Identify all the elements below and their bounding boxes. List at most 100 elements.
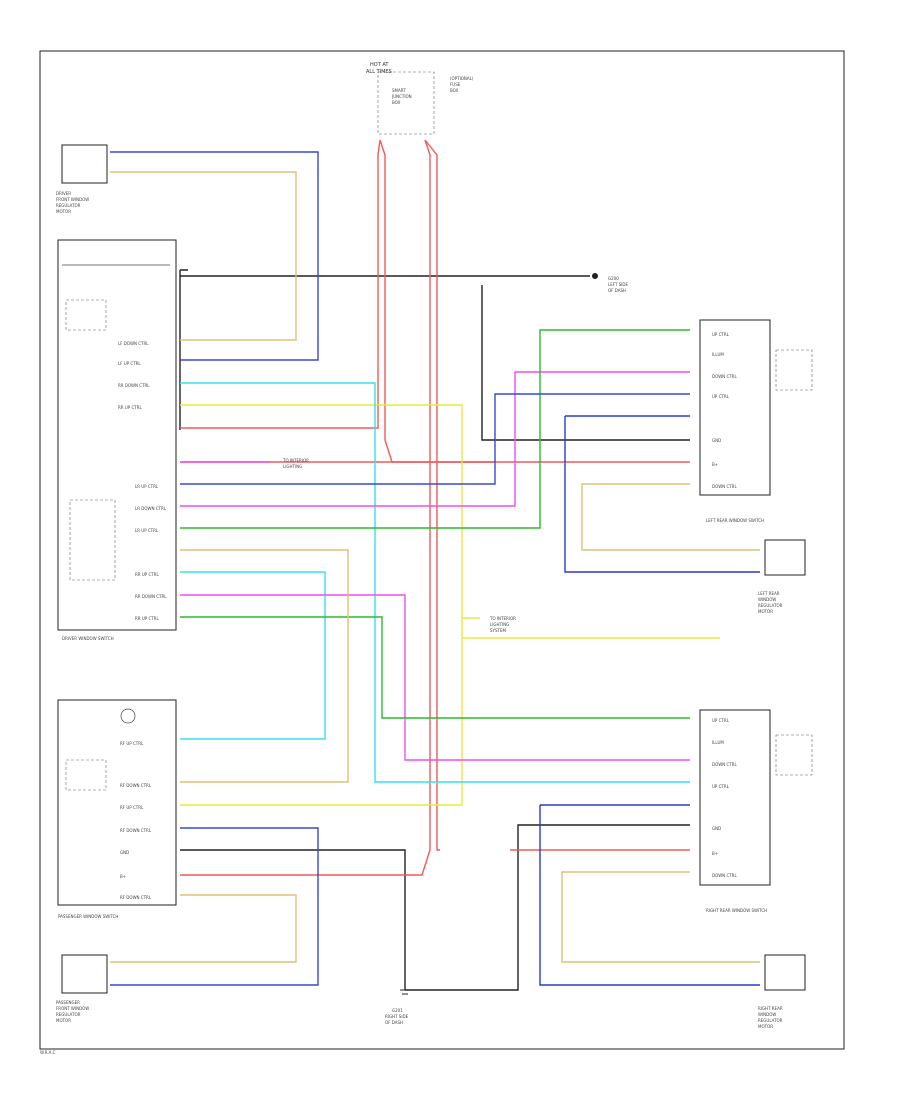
right-rear-window-switch: UP CTRL ILLUM DOWN CTRL UP CTRL GND B+ D…: [699, 709, 813, 913]
interior-light-3: LIGHTING: [490, 622, 509, 627]
rr-switch-label: RIGHT REAR WINDOW SWITCH: [706, 908, 767, 913]
wire-yellow-main: [180, 404, 463, 806]
lr-motor-3: MOTOR: [758, 609, 773, 614]
rr-motor-0: RIGHT REAR: [758, 1006, 783, 1011]
wire-red-pass: [180, 139, 431, 876]
driver-motor-label-0: DRIVER: [56, 191, 71, 196]
master-pin-4: RR UP CTRL: [118, 405, 142, 410]
pass-motor-2: REGULATOR: [56, 1012, 81, 1017]
lr-pin-2: DOWN CTRL: [712, 374, 737, 379]
rr-pin-1: ILLUM: [712, 740, 724, 745]
master-pin-r0: LR UP CTRL: [135, 484, 159, 489]
lr-motor-0: LEFT REAR: [758, 591, 780, 596]
pass-motor-0: PASSENGER: [56, 1000, 80, 1005]
master-pin-2: LF UP CTRL: [118, 361, 141, 366]
wire-layer: [110, 139, 760, 991]
pass-pin-5: B+: [120, 874, 126, 879]
master-pin-r3: RR UP CTRL: [135, 572, 159, 577]
master-pin-r2: LR UP CTRL: [135, 528, 159, 533]
fuse-note-0: (OPTIONAL): [450, 76, 474, 81]
ground-top-1: LEFT SIDE: [608, 282, 629, 287]
driver-motor-label-1: FRONT WINDOW: [56, 197, 89, 202]
wire-tan-rr-motor: [561, 871, 760, 963]
ground-mid-2: OF DASH: [385, 1020, 403, 1025]
rr-pin-5: B+: [712, 851, 718, 856]
fuse-box: HOT AT ALL TIMES SMART JUNCTION BOX (OPT…: [366, 62, 474, 135]
lr-motor-1: WINDOW: [758, 597, 776, 602]
left-rear-window-motor: LEFT REAR WINDOW REGULATOR MOTOR: [758, 539, 806, 614]
ground-top: G200 LEFT SIDE OF DASH: [592, 273, 629, 293]
passenger-window-motor: PASSENGER FRONT WINDOW REGULATOR MOTOR: [56, 954, 108, 1023]
right-rear-window-motor: RIGHT REAR WINDOW REGULATOR MOTOR: [758, 954, 806, 1029]
wire-pink-rr: [180, 594, 690, 761]
fuse-label-3: JUNCTION: [391, 94, 412, 99]
pass-motor-1: FRONT WINDOW: [56, 1006, 89, 1011]
wire-green-rr: [180, 616, 690, 719]
fuse-label-4: BOX: [392, 100, 401, 105]
wire-black-rr-gnd: [405, 824, 690, 991]
lr-switch-label: LEFT REAR WINDOW SWITCH: [706, 518, 764, 523]
left-rear-window-switch: UP CTRL ILLUM DOWN CTRL UP CTRL GND B+ D…: [699, 319, 813, 523]
lr-pin-3: UP CTRL: [712, 394, 730, 399]
pass-pin-0: RF UP CTRL: [120, 741, 144, 746]
wire-tan-lr-motor: [581, 483, 760, 551]
wire-blue-lr: [180, 393, 690, 485]
interior-lighting-note: TO INTERIOR LIGHTING TO INTERIOR LIGHTIN…: [282, 458, 516, 633]
pass-pin-6: RF DOWN CTRL: [120, 895, 152, 900]
ground-mid-1: RIGHT SIDE: [385, 1014, 409, 1019]
rr-pin-4: GND: [712, 826, 721, 831]
wire-red-driver: [180, 139, 381, 429]
master-pin-r4: RR DOWN CTRL: [135, 594, 167, 599]
pass-pin-3: RF DOWN CTRL: [120, 828, 152, 833]
pass-motor-3: MOTOR: [56, 1018, 71, 1023]
wire-blue-driver: [110, 151, 319, 361]
wire-cyan-2: [180, 571, 326, 740]
interior-light-0: TO INTERIOR: [282, 458, 309, 463]
wire-red-lr: [379, 139, 690, 463]
wire-blue-pass-motor: [110, 827, 319, 986]
fuse-note-2: BOX: [450, 88, 459, 93]
ground-bottom: G201 RIGHT SIDE OF DASH: [385, 989, 410, 1025]
rr-pin-6: DOWN CTRL: [712, 873, 737, 878]
wire-red-rr: [424, 139, 440, 851]
driver-switch-label: DRIVER WINDOW SWITCH: [62, 636, 114, 641]
rr-pin-0: UP CTRL: [712, 718, 730, 723]
lr-pin-6: DOWN CTRL: [712, 484, 737, 489]
ground-top-2: OF DASH: [608, 288, 626, 293]
driver-window-switch: DRIVER WINDOW SWITCH LF DOWN CTRL LF UP …: [57, 239, 177, 641]
fuse-label-1: ALL TIMES: [366, 69, 392, 75]
passenger-switch-label: PASSENGER WINDOW SWITCH: [58, 914, 118, 919]
rr-motor-3: MOTOR: [758, 1024, 773, 1029]
wire-black-pass-gnd: [180, 849, 406, 990]
interior-light-1: LIGHTING: [283, 464, 302, 469]
lr-motor-2: REGULATOR: [758, 603, 783, 608]
wire-cyan: [180, 382, 690, 783]
master-pin-3: RR DOWN CTRL: [118, 383, 150, 388]
wire-tan-pass: [180, 549, 349, 783]
driver-motor-label-2: REGULATOR: [56, 203, 81, 208]
passenger-window-switch: RF UP CTRL RF DOWN CTRL RF UP CTRL RF DO…: [57, 699, 177, 919]
driver-motor-label-3: MOTOR: [56, 209, 71, 214]
master-pin-r5: RR UP CTRL: [135, 616, 159, 621]
driver-window-motor: DRIVER FRONT WINDOW REGULATOR MOTOR: [56, 144, 108, 214]
wire-black-lr-gnd: [481, 285, 520, 441]
diagram-frame: [39, 50, 845, 1050]
fuse-label-2: SMART: [392, 88, 406, 93]
fuse-note-1: FUSE: [450, 82, 461, 87]
master-pin-r1: LR DOWN CTRL: [135, 506, 167, 511]
wire-tan-driver: [110, 171, 297, 341]
wire-green-lr: [180, 329, 690, 529]
rr-motor-2: REGULATOR: [758, 1018, 783, 1023]
ground-top-0: G200: [608, 276, 619, 281]
pass-pin-1: RF DOWN CTRL: [120, 783, 152, 788]
pass-pin-2: RF UP CTRL: [120, 805, 144, 810]
wire-pink-lr: [180, 371, 690, 507]
rr-pin-2: DOWN CTRL: [712, 762, 737, 767]
wire-black-driver-gnd: [179, 269, 188, 430]
wire-blue-lr-motor: [564, 415, 760, 573]
master-pin-1: LF DOWN CTRL: [118, 341, 149, 346]
lr-pin-5: B+: [712, 462, 718, 467]
wire-blue-rr-motor: [539, 804, 760, 986]
